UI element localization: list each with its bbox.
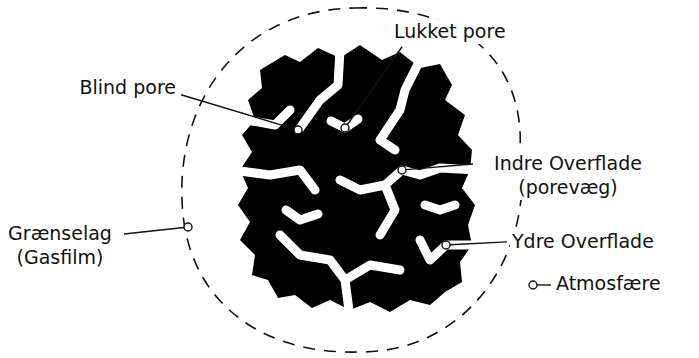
leader-dot <box>294 126 302 134</box>
leader-line <box>537 284 551 285</box>
label-text: Atmosfære <box>554 272 663 296</box>
leader-line <box>450 242 507 245</box>
leader-line <box>124 227 184 234</box>
leader-dot <box>184 223 192 231</box>
leader-dot <box>341 124 349 132</box>
label-text: Lukket pore <box>392 20 508 44</box>
label-text: Blind pore <box>77 76 178 100</box>
leader-dot <box>529 281 537 289</box>
leader-line <box>406 164 473 170</box>
boundary-layer-outline <box>182 8 522 352</box>
leader-dot <box>398 166 406 174</box>
leader-line <box>181 95 294 129</box>
leader-line <box>347 47 402 125</box>
leader-dot <box>442 241 450 249</box>
label-text: Grænselag (Gasfilm) <box>0 222 121 270</box>
pores <box>232 50 480 318</box>
label-text: Ydre Overflade <box>510 230 656 254</box>
label-text: Indre Overflade (porevæg) <box>476 152 660 200</box>
